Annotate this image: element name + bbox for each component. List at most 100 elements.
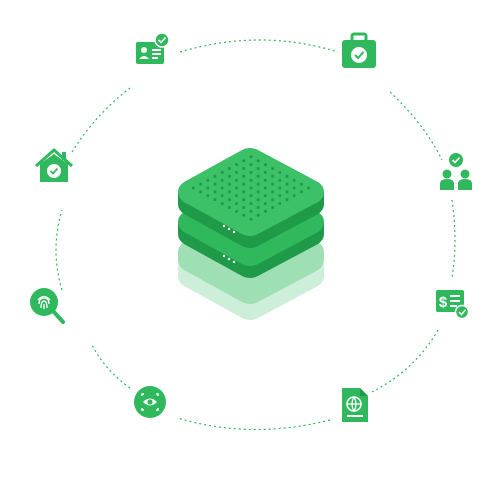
matrix-dot — [235, 186, 239, 190]
matrix-dot — [256, 167, 260, 170]
matrix-dot — [263, 186, 267, 190]
matrix-dot — [271, 182, 275, 186]
matrix-dot — [278, 186, 282, 190]
matrix-dot — [249, 217, 253, 221]
server-stack-icon — [178, 148, 324, 320]
matrix-dot — [249, 155, 253, 159]
matrix-dot — [263, 194, 267, 198]
matrix-dot — [285, 198, 289, 202]
user-group-verified-icon — [440, 153, 472, 190]
matrix-dot — [213, 190, 217, 194]
invoice-verified-icon: $ — [436, 290, 470, 320]
id-card-verified-icon — [136, 32, 170, 64]
matrix-dot — [213, 198, 217, 202]
ring-arc-bottom-left — [91, 344, 131, 389]
matrix-dot — [292, 178, 296, 182]
upper-slab-top — [178, 148, 324, 236]
matrix-dot — [285, 182, 289, 186]
matrix-dot — [285, 174, 289, 178]
matrix-dot — [235, 202, 239, 206]
matrix-dot — [242, 190, 246, 194]
ring-arc-top-left — [71, 87, 131, 153]
matrix-dot — [242, 198, 246, 202]
matrix-dot — [242, 167, 246, 170]
ring-arc-top — [179, 39, 339, 53]
matrix-dot — [256, 159, 260, 163]
dashed-ring — [55, 39, 456, 431]
matrix-dot — [191, 186, 195, 190]
matrix-dot — [263, 178, 267, 182]
matrix-dot — [242, 206, 246, 209]
matrix-dot — [256, 213, 260, 217]
ring-arc-right — [451, 199, 456, 279]
eye-scan-icon — [134, 386, 166, 418]
matrix-dot — [256, 174, 260, 178]
matrix-dot — [249, 209, 253, 213]
matrix-dot — [278, 170, 282, 174]
svg-text:$: $ — [439, 294, 448, 311]
matrix-dot — [278, 178, 282, 182]
matrix-dot — [278, 202, 282, 206]
matrix-dot — [249, 163, 253, 167]
ring-arc-bottom-right — [371, 329, 439, 393]
matrix-dot — [227, 198, 231, 202]
matrix-dot — [227, 174, 231, 178]
matrix-dot — [199, 182, 203, 186]
matrix-dot — [242, 213, 246, 217]
matrix-dot — [220, 202, 224, 206]
passport-document-icon — [342, 388, 368, 422]
matrix-dot — [227, 182, 231, 186]
matrix-dot — [242, 159, 246, 163]
ring-arc-top-right — [389, 91, 443, 161]
matrix-dot — [235, 170, 239, 174]
matrix-dot — [285, 190, 289, 194]
ring-arc-bottom — [177, 417, 331, 431]
matrix-dot — [213, 182, 217, 186]
matrix-dot — [292, 186, 296, 190]
matrix-dot — [206, 178, 210, 182]
matrix-dot — [299, 182, 303, 186]
matrix-dot — [263, 209, 267, 213]
matrix-dot — [271, 190, 275, 194]
matrix-dot — [220, 186, 224, 190]
matrix-dot — [249, 194, 253, 198]
matrix-dot — [249, 186, 253, 190]
matrix-dot — [271, 198, 275, 202]
matrix-dot — [235, 209, 239, 213]
matrix-dot — [242, 182, 246, 186]
briefcase-verified-icon — [342, 32, 376, 68]
matrix-dot — [249, 170, 253, 174]
matrix-dot — [206, 194, 210, 198]
matrix-dot — [256, 190, 260, 194]
matrix-dot — [220, 178, 224, 182]
matrix-dot — [213, 174, 217, 178]
matrix-dot — [220, 194, 224, 198]
matrix-dot — [227, 190, 231, 194]
ring-arc-left — [55, 209, 63, 291]
matrix-dot — [263, 163, 267, 167]
matrix-dot — [263, 170, 267, 174]
matrix-dot — [278, 194, 282, 198]
home-verified-icon — [35, 148, 73, 182]
matrix-dot — [307, 186, 311, 190]
matrix-dot — [256, 206, 260, 209]
matrix-dot — [271, 174, 275, 178]
matrix-dot — [256, 182, 260, 186]
matrix-dot — [235, 194, 239, 198]
matrix-dot — [227, 167, 231, 170]
matrix-dot — [206, 186, 210, 190]
matrix-dot — [271, 206, 275, 209]
matrix-dot — [227, 206, 231, 209]
matrix-dot — [249, 178, 253, 182]
matrix-dot — [242, 174, 246, 178]
matrix-dot — [299, 190, 303, 194]
matrix-dot — [292, 194, 296, 198]
matrix-dot — [235, 178, 239, 182]
matrix-dot — [256, 198, 260, 202]
top-dot-matrix — [191, 155, 311, 221]
matrix-dot — [220, 170, 224, 174]
matrix-dot — [235, 163, 239, 167]
matrix-dot — [249, 202, 253, 206]
